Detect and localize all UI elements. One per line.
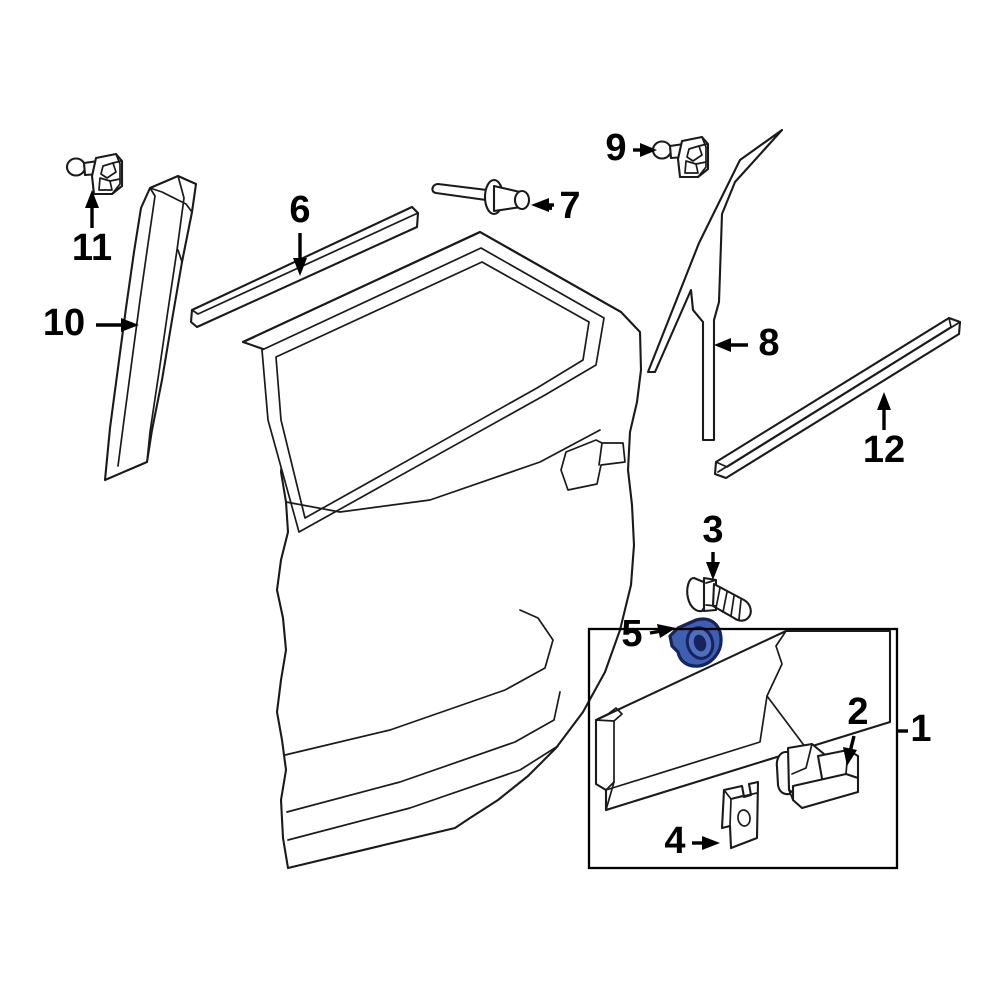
rear-door-shell [241,230,643,870]
callout-label-11: 11 [72,227,112,269]
lower-door-molding-part-1 [594,629,892,812]
retainer-bracket-part-4 [720,780,760,850]
leader-8 [714,338,748,352]
leader-7 [531,198,554,212]
callout-label-3: 3 [702,509,723,551]
trim-clip-part-9 [651,135,710,179]
leader-5 [649,624,676,638]
callout-label-6: 6 [289,189,310,231]
callout-label-9: 9 [605,127,626,169]
leader-3 [706,552,720,580]
grommet-nut-part-5-highlighted [668,617,723,668]
upper-belt-molding-part-6 [189,205,420,329]
belt-weatherstrip-part-12 [713,316,962,480]
callout-label-7: 7 [559,185,580,227]
screw-part-3 [686,576,752,622]
leader-4 [692,836,720,850]
trim-clip-part-11 [65,152,124,196]
leader-2 [843,735,857,766]
callout-label-2: 2 [847,691,868,733]
callout-label-4: 4 [664,820,685,862]
leader-9 [633,143,657,157]
leader-11 [85,190,99,228]
leader-12 [877,392,891,430]
callout-label-1: 1 [910,708,931,750]
callout-label-12: 12 [863,429,905,471]
rivet-pin-part-7 [431,178,531,216]
assembly-box-part-1 [587,627,899,870]
callout-label-10: 10 [43,302,85,344]
b-pillar-applique-part-10 [103,174,198,482]
callout-label-8: 8 [758,322,779,364]
leader-6 [293,233,307,276]
callout-label-5: 5 [621,613,642,655]
leader-10 [96,318,139,332]
rear-quarter-glass-part-8 [646,128,784,442]
